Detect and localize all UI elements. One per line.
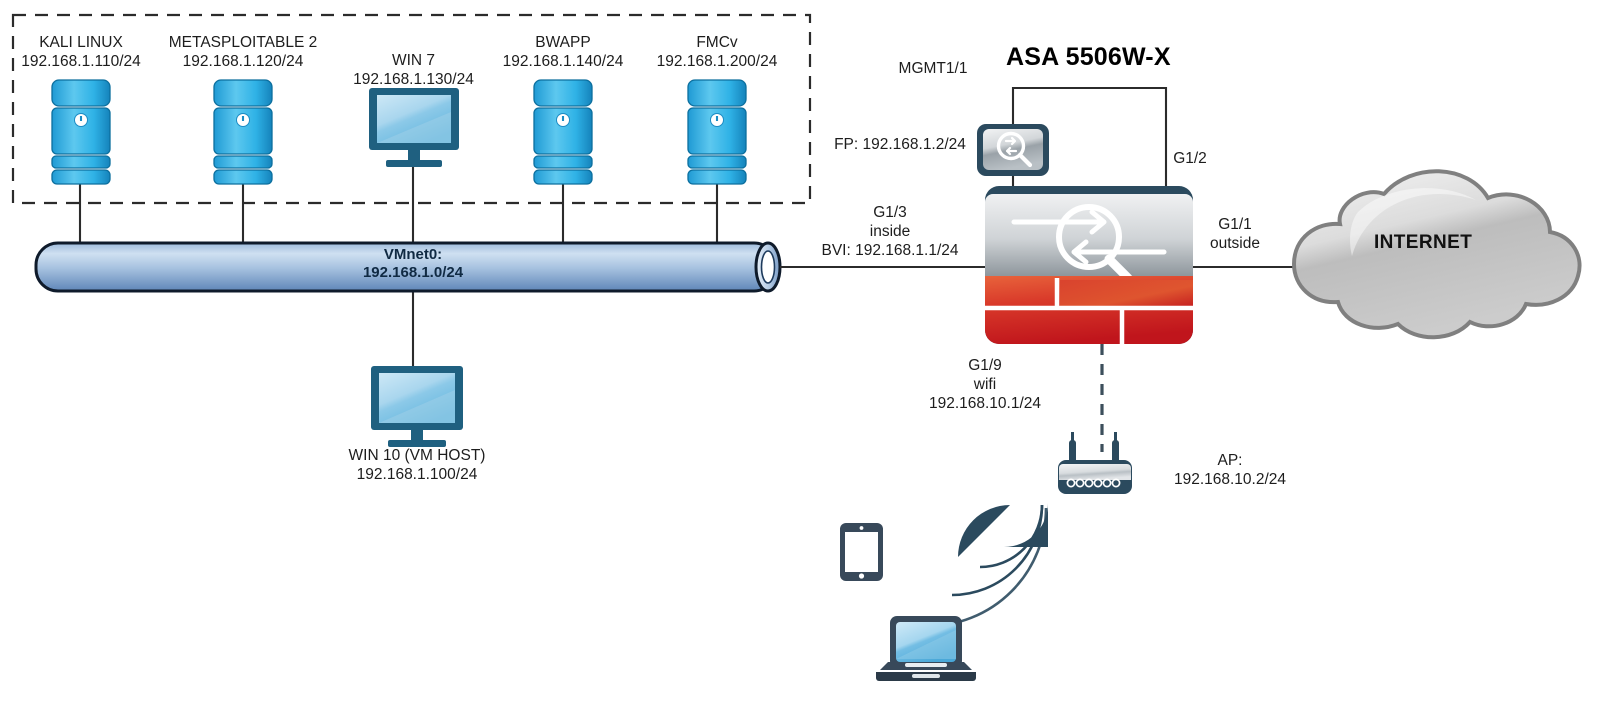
host-name: KALI LINUX	[39, 34, 123, 51]
ap-name: AP:	[1217, 452, 1243, 469]
interface-id: G1/3	[873, 204, 907, 221]
access-point-label: AP: 192.168.10.2/24	[1140, 452, 1320, 490]
server-tower-icon-bwapp	[533, 79, 593, 185]
host-name: BWAPP	[535, 34, 591, 51]
ap-ip: 192.168.10.2/24	[1173, 470, 1287, 488]
host-ip: 192.168.1.100/24	[356, 465, 478, 483]
interface-id: G1/9	[968, 357, 1002, 374]
wireless-ap-icon	[1058, 432, 1132, 494]
desktop-monitor-icon-win7	[369, 88, 459, 167]
asa-firewall-icon	[985, 186, 1193, 344]
interface-address: BVI: 192.168.1.1/24	[821, 241, 959, 259]
host-ip: 192.168.1.140/24	[502, 52, 624, 70]
interface-label-g1-2: G1/2	[1173, 150, 1207, 167]
host-name: METASPLOITABLE 2	[168, 34, 318, 51]
wifi-core-icon	[1004, 503, 1048, 547]
link-mgmt	[1011, 86, 1168, 190]
mgmt-link-label: MGMT1/1	[898, 60, 968, 77]
internet-label: INTERNET	[1374, 232, 1473, 253]
interface-label-g1-3: G1/3 inside BVI: 192.168.1.1/24	[805, 204, 975, 261]
interface-id: G1/1	[1218, 216, 1252, 233]
host-ip: 192.168.1.110/24	[21, 52, 141, 70]
firepower-module-icon	[977, 124, 1049, 176]
host-label-fmcv: FMCv 192.168.1.200/24	[642, 34, 792, 72]
host-name: WIN 7	[391, 52, 436, 69]
interface-zone: wifi	[973, 375, 997, 393]
switch-name: VMnet0:	[383, 246, 443, 263]
switch-network: 192.168.1.0/24	[362, 264, 464, 281]
host-ip: 192.168.1.130/24	[353, 70, 474, 88]
laptop-icon	[876, 616, 976, 681]
server-tower-icon-fmcv	[687, 79, 747, 185]
host-label-kali: KALI LINUX 192.168.1.110/24	[6, 34, 156, 72]
interface-zone: outside	[1210, 234, 1260, 252]
firepower-ip-label: FP: 192.168.1.2/24	[834, 136, 966, 153]
server-tower-icon-kali	[51, 79, 111, 185]
host-label-bwapp: BWAPP 192.168.1.140/24	[488, 34, 638, 72]
host-label-win10: WIN 10 (VM HOST) 192.168.1.100/24	[332, 447, 502, 485]
wifi-waves-icon	[927, 504, 1048, 628]
desktop-monitor-icon-win10	[371, 366, 463, 447]
vmnet0-label: VMnet0: 192.168.1.0/24	[318, 246, 508, 282]
host-label-win7: WIN 7 192.168.1.130/24	[336, 52, 491, 90]
server-tower-icon-metasploitable	[213, 79, 273, 185]
host-name: FMCv	[696, 34, 738, 51]
host-ip: 192.168.1.200/24	[656, 52, 778, 70]
cloud-icon	[1291, 169, 1582, 340]
interface-label-g1-9: G1/9 wifi 192.168.10.1/24	[880, 357, 1090, 414]
interface-zone: inside	[869, 222, 911, 240]
tablet-icon	[840, 523, 883, 581]
interface-address: 192.168.10.1/24	[928, 394, 1042, 412]
host-label-metasploitable: METASPLOITABLE 2 192.168.1.120/24	[153, 34, 333, 72]
lan-group-box	[11, 13, 812, 205]
vmnet0-switch-bar	[34, 241, 782, 293]
page-title: ASA 5506W-X	[1006, 43, 1171, 71]
host-name: WIN 10 (VM HOST)	[348, 447, 486, 464]
host-ip: 192.168.1.120/24	[182, 52, 304, 70]
interface-label-g1-1: G1/1 outside	[1190, 216, 1280, 254]
